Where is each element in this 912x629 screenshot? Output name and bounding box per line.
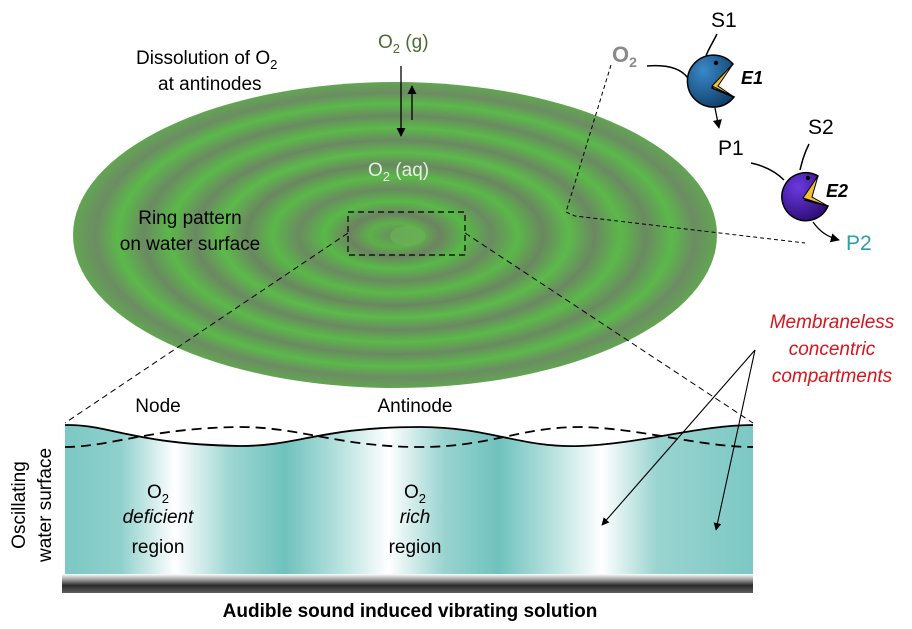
ring-pattern-label-line2: on water surface [120, 234, 260, 255]
o2-aq-label: O2 (aq) [368, 160, 429, 184]
rich-region-label: region [389, 537, 442, 558]
water-surface-label: water surface [35, 448, 56, 563]
deficient-o2-label: O2 [147, 482, 169, 506]
vibrating-base [62, 574, 753, 593]
water-cross-section [65, 424, 753, 574]
deficient-label: deficient [123, 507, 194, 528]
node-label: Node [135, 396, 180, 417]
antinode-label: Antinode [377, 396, 452, 417]
e2-label: E2 [826, 181, 848, 201]
rich-o2-label: O2 [404, 482, 426, 506]
ring-pattern-label: Ring pattern [138, 208, 242, 229]
surface-solid-wave [64, 424, 754, 447]
deficient-region-label: region [132, 537, 185, 558]
central-peak [390, 226, 426, 246]
compartment-arrow-left [601, 349, 756, 526]
p1-to-e2-line [750, 162, 785, 181]
compartment-arrow-right [713, 349, 756, 531]
e1-label: E1 [741, 68, 763, 88]
s1-label: S1 [711, 9, 737, 32]
o2-gas-label: O2 (g) [378, 32, 429, 56]
compartments-label-line3: compartments [772, 366, 893, 387]
compartments-label-line1: Membraneless [770, 312, 895, 333]
s1-to-e1-line [705, 33, 718, 57]
s2-to-e2-line [799, 143, 810, 171]
dissolution-label-line2: at antinodes [158, 74, 262, 95]
dissolution-label: Dissolution of O2 [136, 48, 277, 72]
zoom-line-left [64, 232, 349, 424]
surface-dashed-wave [64, 426, 754, 448]
zoom-line-right [464, 232, 754, 424]
enzyme-e1-icon [686, 54, 736, 108]
figure-caption: Audible sound induced vibrating solution [223, 601, 598, 622]
o2-to-e1-line [646, 64, 689, 79]
rich-label: rich [400, 507, 431, 528]
compartments-label-line2: concentric [789, 339, 876, 360]
enzyme-e2-icon [781, 171, 830, 222]
p1-label: P1 [718, 137, 744, 160]
e2-to-p2-arrow [812, 221, 840, 243]
enzyme-o2-label: O2 [612, 42, 637, 70]
e1-to-p1-arrow [712, 107, 722, 129]
oscillating-label: Oscillating [9, 461, 30, 549]
s2-label: S2 [808, 116, 834, 139]
p2-label: P2 [846, 232, 872, 255]
